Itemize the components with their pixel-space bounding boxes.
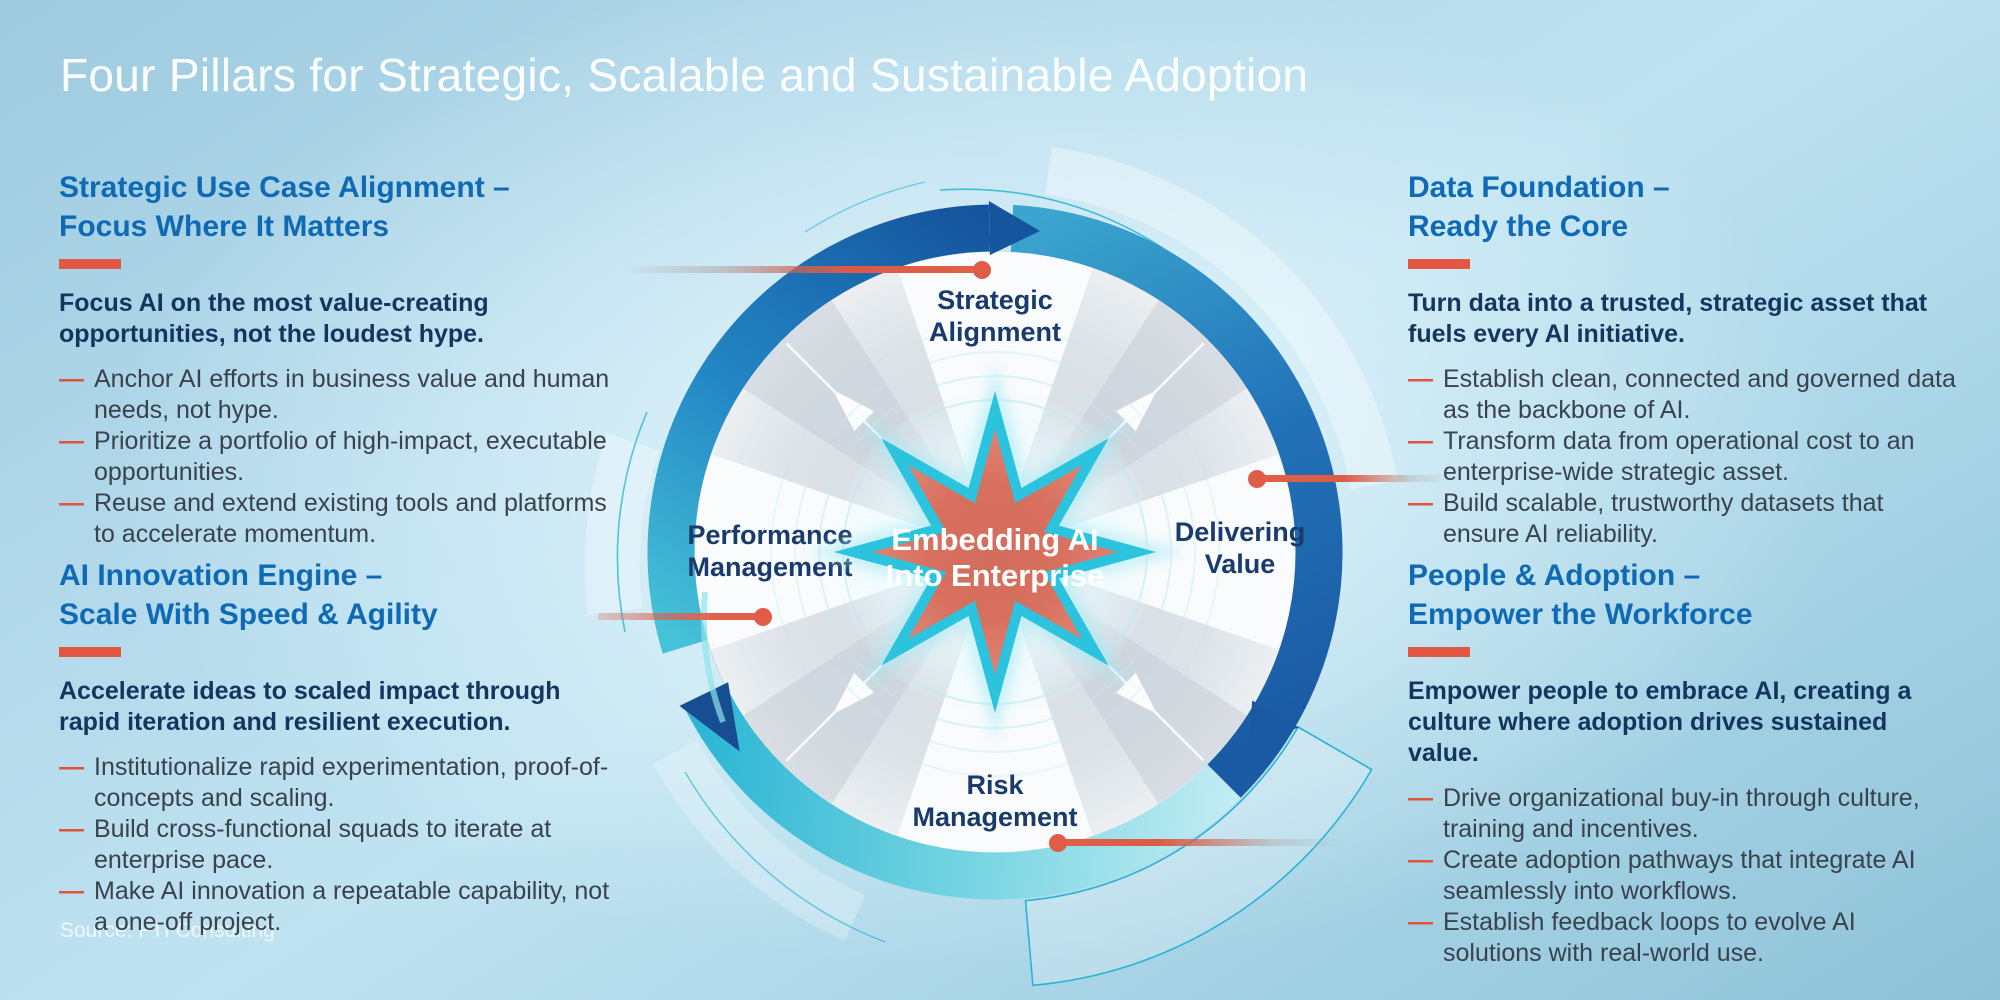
pillar-heading: Data Foundation –Ready the Core: [1408, 171, 1670, 243]
center-star-label: Embedding AI: [891, 522, 1098, 557]
pillar-strategic-use-case: Strategic Use Case Alignment –Focus Wher…: [59, 168, 619, 550]
pillar-data-foundation: Data Foundation –Ready the Core Turn dat…: [1408, 168, 1968, 550]
list-item: —Prioritize a portfolio of high-impact, …: [59, 427, 607, 486]
accent-bar: [1408, 647, 1470, 657]
accent-bar: [59, 647, 121, 657]
connector-dot-innovation: [754, 608, 772, 626]
dash-icon: —: [59, 877, 84, 905]
list-item: —Make AI innovation a repeatable capabil…: [59, 877, 610, 936]
connector-ai-innovation: [598, 613, 765, 620]
dash-icon: —: [1408, 846, 1433, 874]
list-item: —Institutionalize rapid experimentation,…: [59, 753, 609, 812]
pillar-people-adoption: People & Adoption –Empower the Workforce…: [1408, 556, 1968, 969]
segment-risk-management: Risk: [966, 770, 1024, 800]
list-item: —Create adoption pathways that integrate…: [1408, 846, 1916, 905]
pillar-heading: People & Adoption –Empower the Workforce: [1408, 559, 1753, 631]
dash-icon: —: [59, 815, 84, 843]
connector-dot-people: [1049, 834, 1067, 852]
list-item: —Establish clean, connected and governed…: [1408, 365, 1956, 424]
svg-text:Management: Management: [912, 802, 1077, 832]
connector-dot-data: [1248, 470, 1266, 488]
pillar-ai-innovation-engine: AI Innovation Engine –Scale With Speed &…: [59, 556, 619, 938]
pillar-intro: Accelerate ideas to scaled impact throug…: [59, 677, 561, 736]
dash-icon: —: [1408, 365, 1433, 393]
pillar-heading: Strategic Use Case Alignment –Focus Wher…: [59, 171, 510, 243]
dash-icon: —: [1408, 908, 1433, 936]
source-credit: Source: FTI Consulting: [60, 919, 275, 942]
list-item: —Establish feedback loops to evolve AI s…: [1408, 908, 1856, 967]
dash-icon: —: [59, 753, 84, 781]
pillar-intro: Empower people to embrace AI, creating a…: [1408, 677, 1912, 767]
segment-strategic-alignment: Strategic: [937, 285, 1053, 315]
dash-icon: —: [1408, 784, 1433, 812]
pillar-bullets: —Institutionalize rapid experimentation,…: [59, 752, 611, 938]
list-item: —Reuse and extend existing tools and pla…: [59, 489, 607, 548]
ring-arrowhead-bottom-icon: [679, 682, 740, 752]
segment-delivering-value: Delivering: [1175, 517, 1306, 547]
connector-dot-strategic: [973, 261, 991, 279]
adoption-cycle-diagram: Strategic Alignment Delivering Value Ris…: [584, 146, 1398, 987]
dash-icon: —: [59, 427, 84, 455]
page-title: Four Pillars for Strategic, Scalable and…: [60, 49, 1309, 101]
list-item: —Build scalable, trustworthy datasets th…: [1408, 489, 1884, 548]
outer-decorative-arcs: [584, 146, 1398, 987]
rotation-ring: [647, 201, 1343, 900]
svg-text:Value: Value: [1205, 549, 1276, 579]
accent-bar: [1408, 259, 1470, 269]
dash-icon: —: [59, 365, 84, 393]
connector-people-adoption: [1058, 839, 1346, 846]
accent-bar: [59, 259, 121, 269]
list-item: —Anchor AI efforts in business value and…: [59, 365, 610, 424]
list-item: —Drive organizational buy-in through cul…: [1408, 784, 1920, 843]
dash-icon: —: [59, 489, 84, 517]
pillar-bullets: —Establish clean, connected and governed…: [1408, 364, 1960, 550]
list-item: —Build cross-functional squads to iterat…: [59, 815, 552, 874]
connector-data-foundation: [1257, 475, 1449, 482]
list-item: —Transform data from operational cost to…: [1408, 427, 1915, 486]
svg-text:Alignment: Alignment: [929, 317, 1061, 347]
pillar-heading: AI Innovation Engine –Scale With Speed &…: [59, 559, 438, 631]
svg-text:Into Enterprise: Into Enterprise: [886, 558, 1105, 593]
ring-arrowhead-top-icon: [988, 201, 1040, 256]
connector-strategic-alignment: [624, 266, 984, 273]
segment-performance-management: Performance: [687, 520, 852, 550]
pillar-intro: Focus AI on the most value-creating oppo…: [59, 289, 489, 348]
segment-labels: Strategic Alignment Delivering Value Ris…: [687, 285, 1305, 832]
center-star: Embedding AI Into Enterprise: [803, 360, 1187, 744]
pillar-intro: Turn data into a trusted, strategic asse…: [1408, 289, 1928, 348]
pillar-bullets: —Drive organizational buy-in through cul…: [1408, 783, 1960, 969]
pillar-bullets: —Anchor AI efforts in business value and…: [59, 364, 611, 550]
dash-icon: —: [1408, 427, 1433, 455]
dash-icon: —: [1408, 489, 1433, 517]
